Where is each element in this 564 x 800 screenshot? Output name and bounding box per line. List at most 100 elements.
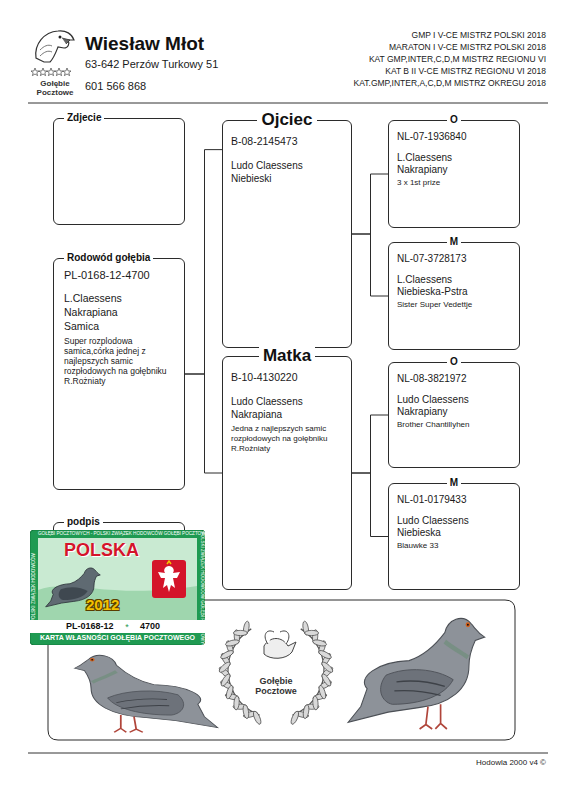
- pedigree-box: B-10-4130220Ludo Claessens NakrapianaJed…: [222, 356, 352, 590]
- card-ring-number: PL-0168-12: [66, 621, 114, 631]
- drawing-stroke: [158, 566, 180, 592]
- ring-number: NL-07-3728173: [397, 253, 511, 264]
- box-heading: Zdjecie: [64, 112, 104, 123]
- achievement: KAT.GMP,INTER,A,C,D,M MISTRZ OKREGU 2018: [331, 78, 546, 89]
- footer-rule: [28, 753, 548, 754]
- address: 63-642 Perzów Turkowy 51: [85, 58, 218, 70]
- drawing-stroke: [242, 704, 250, 719]
- pedigree-box: NL-01-0179433Ludo Claessens NiebieskaBla…: [388, 483, 520, 590]
- drawing-part: [30, 620, 205, 633]
- drawing-part: [59, 36, 62, 39]
- phone: 601 566 868: [85, 80, 146, 92]
- pedigree-box: B-08-2145473Ludo Claessens NiebieskiOjci…: [222, 120, 352, 348]
- drawing-stroke: [320, 661, 334, 674]
- drawing-stroke: [40, 45, 52, 56]
- wreath-logo: [218, 621, 334, 725]
- pigeon-description: L.Claessens Niebieska-Pstra: [397, 274, 492, 298]
- drawing-stroke: [220, 673, 232, 688]
- drawing-part: [152, 560, 186, 598]
- achievement: MARATON I V-CE MISTRZ POLSKI 2018: [389, 42, 546, 52]
- pigeon-note: 3 x 1st prize: [397, 178, 511, 188]
- pigeon-note: Brother Chantillyhen: [397, 420, 511, 430]
- pigeon-description: Ludo Claessens Niebieski: [231, 159, 326, 185]
- box-heading: podpis: [64, 516, 103, 527]
- owner-name: Wiesław Młot: [85, 33, 204, 55]
- drawing-stroke: [302, 704, 310, 719]
- drawing-part: [63, 68, 71, 76]
- lineage-connector: [185, 374, 222, 473]
- card-country: POLSKA: [64, 540, 139, 561]
- pedigree-box: NL-07-3728173L.Claessens Niebieska-Pstra…: [388, 242, 520, 350]
- pedigree-box: NL-07-1936840L.Claessens Nakrapiany3 x 1…: [388, 120, 520, 228]
- box-content: NL-07-1936840L.Claessens Nakrapiany3 x 1…: [389, 121, 519, 194]
- drawing-stroke: [318, 649, 333, 660]
- box-heading: Ojciec: [257, 110, 316, 130]
- box-content: B-10-4130220Ludo Claessens NakrapianaJed…: [223, 357, 351, 460]
- pigeon-note: Super rozplodowa samica,córka jednej z n…: [64, 336, 176, 386]
- lineage-connector: [352, 174, 388, 234]
- drawing-stroke: [305, 630, 319, 635]
- card-side-text: POLSKI ZWIĄZEK HODOWCÓW: [31, 533, 36, 643]
- drawing-stroke: [320, 673, 332, 688]
- pigeon-description: Ludo Claessens Niebieska: [397, 515, 492, 539]
- drawing-stroke: [290, 710, 300, 725]
- drawing-stroke: [62, 38, 70, 44]
- box-heading: O: [447, 356, 461, 367]
- drawing-stroke: [225, 639, 240, 647]
- card-top-text: GOŁĘBI POCZTOWYCH - POLSKI ZWIĄZEK HODOW…: [38, 531, 197, 536]
- achievement: KAT B II V-CE MISTRZ REGIONU VI 2018: [385, 66, 546, 76]
- card-asterisk: *: [125, 622, 129, 632]
- pigeon-description: Ludo Claessens Nakrapiana: [231, 395, 326, 421]
- lineage-connector: [352, 234, 388, 296]
- box-heading: M: [447, 236, 461, 247]
- drawing-stroke: [220, 649, 235, 660]
- pigeon-illustration: [75, 655, 218, 732]
- drawing-part: [38, 538, 197, 620]
- ring-number: NL-01-0179433: [397, 494, 511, 505]
- box-heading: Matka: [259, 346, 315, 366]
- drawing-stroke: [265, 631, 289, 644]
- drawing-part: [55, 68, 63, 76]
- lineage-connector: [185, 150, 222, 374]
- drawing-part: [30, 530, 205, 645]
- pigeon-description: L.Claessens Nakrapiana Samica: [64, 291, 144, 333]
- achievement: GMP I V-CE MISTRZ POLSKI 2018: [412, 30, 546, 40]
- header-rule: [28, 103, 548, 104]
- drawing-stroke: [318, 685, 327, 700]
- footer-note: Hodowla 2000 v4 ©: [476, 758, 546, 767]
- pigeon-note: Sister Super Vedettje: [397, 300, 511, 310]
- drawing-stroke: [252, 710, 262, 725]
- box-heading: M: [447, 477, 461, 488]
- card-year: 2012: [86, 596, 119, 613]
- pedigree-box: PL-0168-12-4700L.Claessens Nakrapiana Sa…: [53, 258, 185, 490]
- pedigree-box: Zdjecie: [53, 118, 185, 225]
- pedigree-box: NL-08-3821972Ludo Claessens NakrapianyBr…: [388, 362, 520, 468]
- ring-number: B-10-4130220: [231, 371, 343, 383]
- achievement: KAT GMP,INTER,C,D,M MISTRZ REGIONU VI: [369, 54, 546, 64]
- drawing-stroke: [312, 696, 318, 710]
- drawing-part: [39, 68, 47, 76]
- lineage-connector: [352, 415, 388, 473]
- drawing-stroke: [312, 639, 327, 647]
- pigeon-note: Blauwke 33: [397, 541, 511, 551]
- drawing-stroke: [59, 587, 88, 600]
- logo-text: Gołębie Pocztowe: [26, 79, 84, 97]
- logo-eagle: [36, 31, 74, 62]
- lineage-connector: [352, 473, 388, 537]
- box-content: PL-0168-12-4700L.Claessens Nakrapiana Sa…: [54, 259, 184, 392]
- box-content: NL-07-3728173L.Claessens Niebieska-Pstra…: [389, 243, 519, 316]
- drawing-stroke: [167, 561, 171, 564]
- ring-number: B-08-2145473: [231, 135, 343, 147]
- box-content: B-08-2145473Ludo Claessens Niebieski: [223, 121, 351, 194]
- drawing-stroke: [218, 661, 232, 674]
- pigeon-note: Jedna z najlepszych samic rozpłodowych n…: [231, 424, 343, 454]
- box-content: NL-08-3821972Ludo Claessens NakrapianyBr…: [389, 363, 519, 436]
- pigeon-description: Ludo Claessens Nakrapiany: [397, 394, 492, 418]
- card-side-text: POLSKI ZWIĄZEK HODOWCÓW GOŁĘBI POCZTOWYC…: [200, 532, 205, 644]
- drawing-stroke: [233, 696, 239, 710]
- drawing-stroke: [233, 630, 247, 635]
- pigeon-illustration: [348, 619, 484, 729]
- card-title: KARTA WŁASNOŚCI GOŁĘBIA POCZTOWEGO: [30, 634, 205, 641]
- logo-stars: [31, 68, 71, 76]
- drawing-stroke: [225, 685, 234, 700]
